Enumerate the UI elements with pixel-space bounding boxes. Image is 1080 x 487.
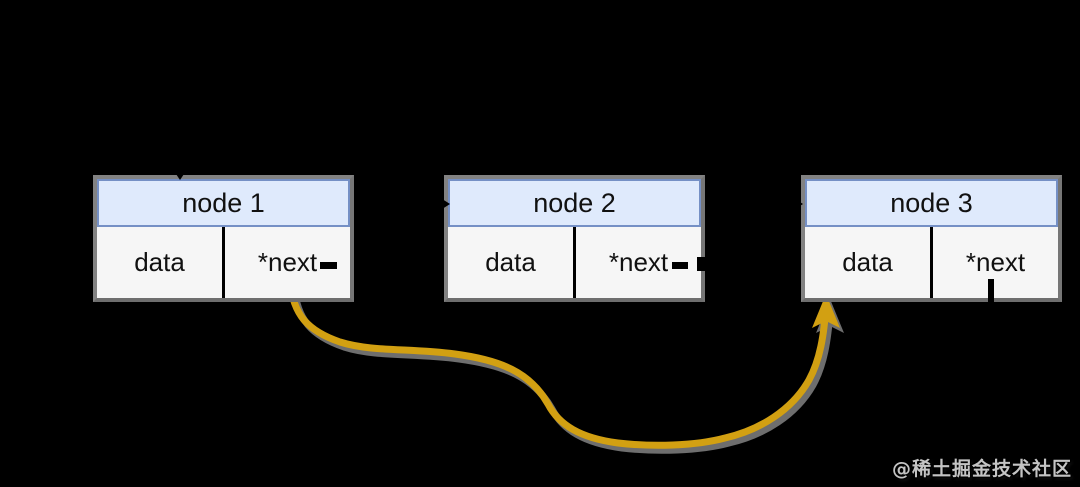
node2-next-cell: *next [576,227,701,298]
node2-next-pointer-dash-icon [672,262,688,269]
node1-box: node 1 data *next [93,175,354,302]
node2-data-label: data [485,247,536,277]
curved-arrow-body [286,277,840,449]
node1-next-cell: *next [225,227,350,298]
node1-data-cell: data [97,227,222,298]
node3-body: data *next [805,227,1058,298]
node1-next-pointer-dash-icon [320,262,337,269]
node1-data-label: data [134,247,185,277]
node1-body: data *next [97,227,350,298]
node1-title: node 1 [182,187,265,218]
watermark: @稀土掘金技术社区 [891,458,1072,480]
node1-cell-divider [222,227,225,298]
arrowhead-into-node3-icon [792,197,803,211]
arrowhead-into-node2-icon [439,197,450,211]
node2-title: node 2 [533,187,616,218]
node2-next-label: *next [608,247,669,277]
node3-next-pointer-line-icon [988,279,994,311]
node2-data-cell: data [448,227,573,298]
node3-data-label: data [842,247,893,277]
head-pointer-tick-icon [174,171,186,180]
node3-data-cell: data [805,227,930,298]
node3-box: node 3 data *next [801,175,1062,302]
node2-box: node 2 data *next [444,175,705,302]
node2-next-pointer-stub-icon [697,257,707,271]
node3-next-label: *next [965,247,1026,277]
node1-next-label: *next [257,247,318,277]
node3-title: node 3 [890,187,973,218]
curved-arrow-shadow [290,282,844,454]
node2-header: node 2 [448,179,701,227]
node3-header: node 3 [805,179,1058,227]
node3-cell-divider [930,227,933,298]
node1-header: node 1 [97,179,350,227]
node3-next-cell: *next [933,227,1058,298]
node2-body: data *next [448,227,701,298]
node2-cell-divider [573,227,576,298]
